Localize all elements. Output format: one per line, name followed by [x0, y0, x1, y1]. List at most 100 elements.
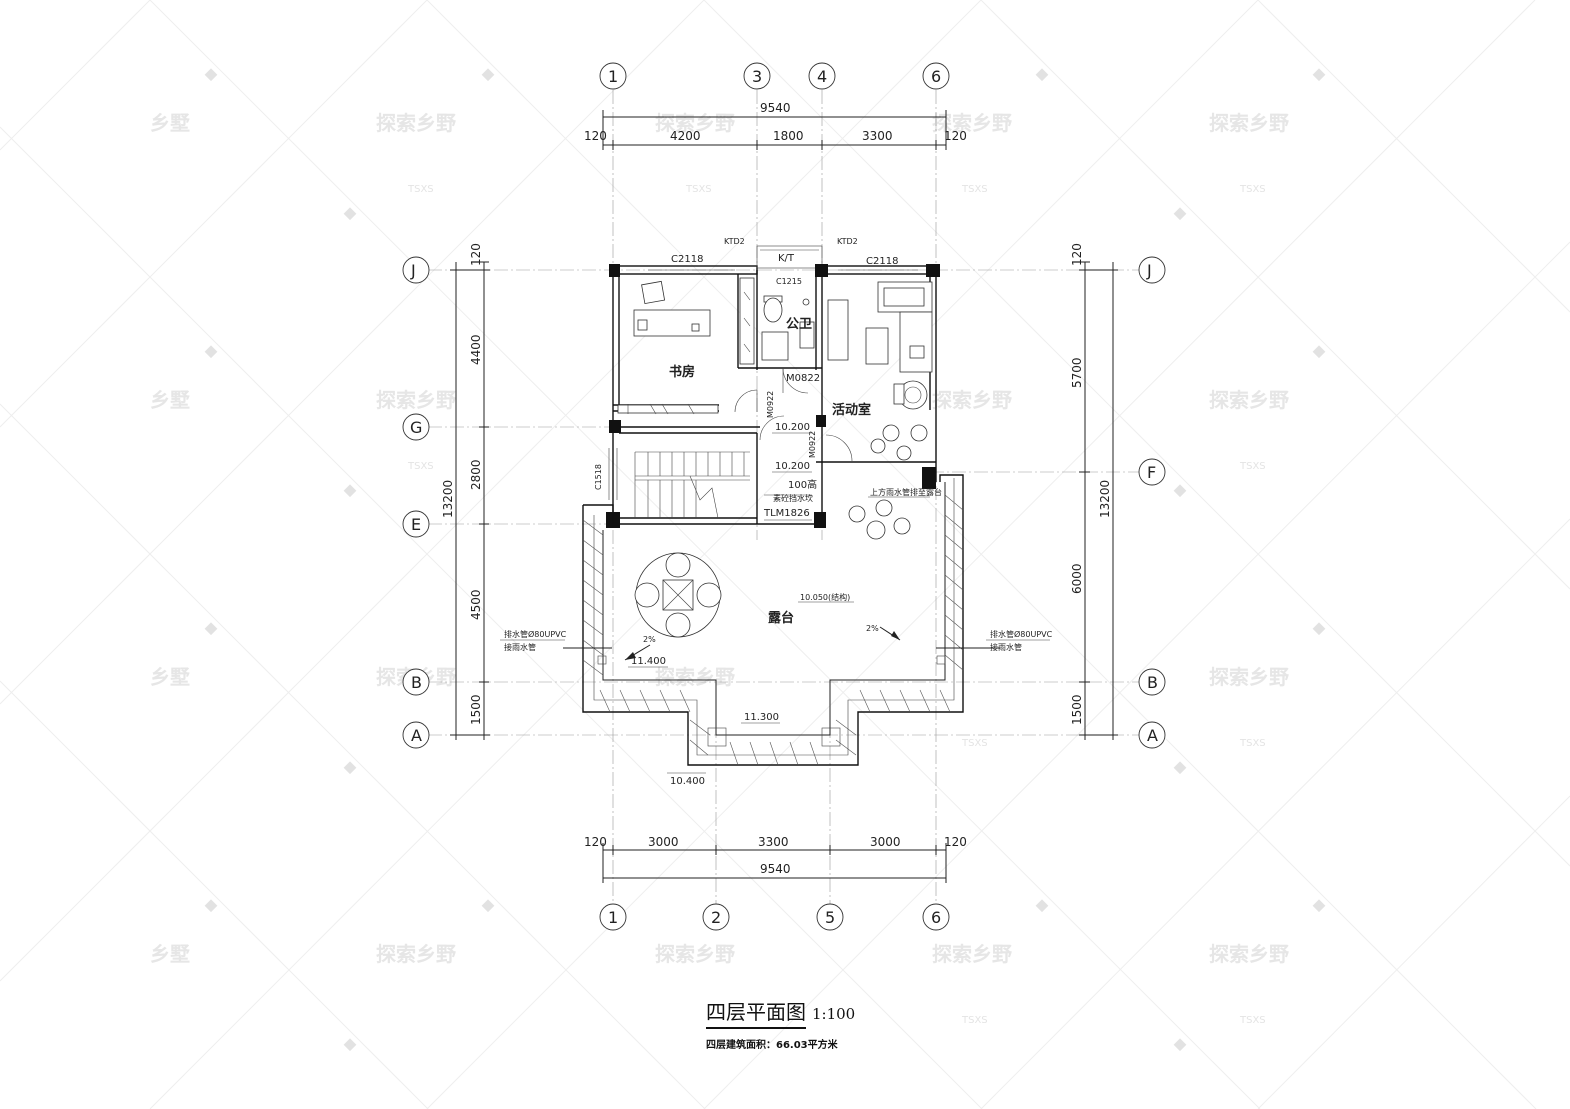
room-label-bathroom: 公卫	[786, 317, 812, 332]
axis-label-top: 3	[752, 67, 762, 86]
label-elevation: 10.200	[775, 461, 810, 472]
drawing-scale: 1:100	[812, 1005, 856, 1023]
left-dimensions: 120 4400 2800 4500 1500 13200	[441, 243, 490, 740]
watermark-code: TSXS	[1239, 1015, 1266, 1026]
label-drain: 排水管Ø80UPVC	[504, 629, 567, 639]
watermark-code: TSXS	[961, 184, 988, 195]
watermark-code: TSXS	[961, 738, 988, 749]
axis-label-right: F	[1147, 463, 1156, 482]
dim-left-part: 2800	[469, 459, 483, 490]
watermark-text: 乡墅	[150, 111, 190, 135]
axis-label-right: B	[1147, 673, 1158, 692]
axis-label-right: A	[1147, 726, 1158, 745]
label-elevation: 10.050(结构)	[800, 592, 850, 602]
dim-bottom-part: 3000	[648, 835, 679, 849]
watermark-text: 探索乡野	[376, 942, 456, 966]
terrace-parapet	[582, 474, 964, 766]
room-label-study: 书房	[669, 364, 695, 380]
axis-bubbles: 1 3 4 6 1 2 5 6 J G E B A J F B A	[402, 62, 1166, 931]
slope-arrows	[563, 626, 1000, 661]
label-window: C2118	[866, 256, 898, 267]
dim-left-part: 120	[469, 243, 483, 266]
dim-left-part: 4400	[469, 334, 483, 365]
axis-label-right: J	[1146, 261, 1152, 280]
dim-top-part: 120	[944, 129, 967, 143]
label-note: 素砼挡水坎	[773, 493, 813, 503]
axis-label-left: B	[411, 673, 422, 692]
label-window: C1518	[594, 464, 603, 490]
axis-label-bottom: 1	[608, 908, 618, 927]
axis-label-left: G	[410, 418, 422, 437]
label-slope: 2%	[866, 624, 879, 633]
dim-top-part: 1800	[773, 129, 804, 143]
dim-right-total: 13200	[1098, 480, 1112, 518]
dim-right-part: 6000	[1070, 563, 1084, 594]
watermark-text: 探索乡野	[932, 111, 1012, 135]
watermark-code: TSXS	[1239, 738, 1266, 749]
axis-label-bottom: 6	[931, 908, 941, 927]
label-door: M0822	[786, 373, 820, 384]
furniture	[617, 277, 933, 638]
watermark-text: 探索乡野	[655, 665, 735, 689]
top-dimensions: 9540 120 4200 1800 3300 120	[584, 101, 967, 150]
watermark-code: TSXS	[961, 1015, 988, 1026]
watermark-text: 探索乡野	[1209, 665, 1289, 689]
label-window: C1215	[776, 277, 802, 286]
room-labels: 书房 公卫 活动室 露台	[669, 317, 871, 626]
label-drain: 接雨水管	[504, 642, 536, 652]
label-slope: 2%	[643, 635, 656, 644]
watermark-text: 探索乡野	[376, 111, 456, 135]
room-label-terrace: 露台	[768, 610, 794, 626]
watermark-text: 探索乡野	[1209, 942, 1289, 966]
label-ktd2: KTD2	[837, 237, 858, 246]
label-note: 上方雨水管排至露台	[870, 487, 942, 497]
label-drain: 排水管Ø80UPVC	[990, 629, 1053, 639]
dim-bottom-part: 3300	[758, 835, 789, 849]
axis-label-top: 1	[608, 67, 618, 86]
label-door: M0922	[808, 431, 817, 458]
label-elevation: 11.300	[744, 712, 779, 723]
watermark-text: 探索乡野	[655, 942, 735, 966]
room-label-activity: 活动室	[832, 402, 871, 418]
label-note: 100高	[788, 478, 817, 491]
dim-left-part: 4500	[469, 589, 483, 620]
watermark-code: TSXS	[1239, 461, 1266, 472]
drawing-title: 四层平面图	[706, 996, 806, 1029]
dim-bottom-total: 9540	[760, 862, 791, 876]
watermark-text: 探索乡野	[655, 111, 735, 135]
label-elevation: 10.200	[775, 422, 810, 433]
watermark-code: TSXS	[1239, 184, 1266, 195]
axis-label-bottom: 2	[711, 908, 721, 927]
dim-bottom-part: 120	[584, 835, 607, 849]
label-door: M0922	[766, 391, 775, 418]
watermark-text: 乡墅	[150, 665, 190, 689]
axis-label-top: 4	[817, 67, 827, 86]
watermark-code: TSXS	[407, 184, 434, 195]
axis-label-left: E	[411, 515, 421, 534]
label-window: C2118	[671, 254, 703, 265]
dim-left-total: 13200	[441, 480, 455, 518]
dim-right-part: 120	[1070, 243, 1084, 266]
staircase	[634, 451, 750, 519]
label-drain: 接雨水管	[990, 642, 1022, 652]
watermark-text: 探索乡野	[376, 388, 456, 412]
dim-top-part: 4200	[670, 129, 701, 143]
axis-label-bottom: 5	[825, 908, 835, 927]
watermark-text: 探索乡野	[932, 388, 1012, 412]
axis-label-top: 6	[931, 67, 941, 86]
watermark-text: 乡墅	[150, 388, 190, 412]
dim-top-part: 120	[584, 129, 607, 143]
watermark-code: TSXS	[407, 461, 434, 472]
label-kt: K/T	[778, 253, 795, 264]
doors	[734, 367, 853, 521]
bottom-dimensions: 120 3000 3300 3000 120 9540	[584, 835, 967, 883]
label-elevation: 11.400	[631, 656, 666, 667]
label-elevation: 10.400	[670, 776, 705, 787]
floor-area-note: 四层建筑面积：66.03平方米	[706, 1040, 838, 1051]
watermark-text: 探索乡野	[932, 942, 1012, 966]
axis-label-left: J	[410, 261, 416, 280]
dim-right-part: 5700	[1070, 357, 1084, 388]
right-dimensions: 120 5700 6000 1500 13200	[1070, 243, 1118, 740]
